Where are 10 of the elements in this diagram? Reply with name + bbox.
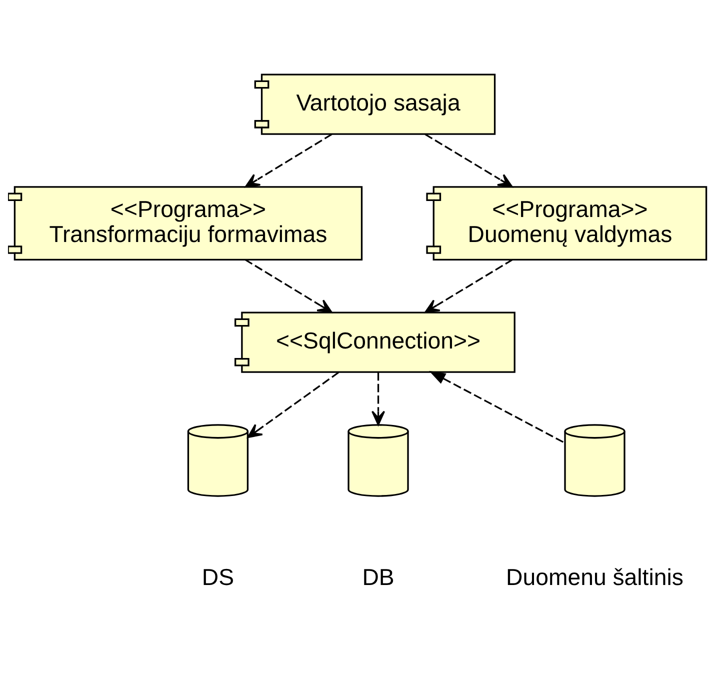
arrow (424, 134, 513, 188)
node-label: Duomenu šaltinis (506, 564, 684, 590)
node-label: DB (362, 564, 394, 590)
arrow (429, 370, 566, 444)
arrow (424, 259, 513, 314)
arrow (244, 259, 332, 314)
arrow (371, 372, 386, 426)
node-label: DS (202, 564, 234, 590)
arrow (244, 134, 332, 188)
arrow (247, 372, 340, 438)
